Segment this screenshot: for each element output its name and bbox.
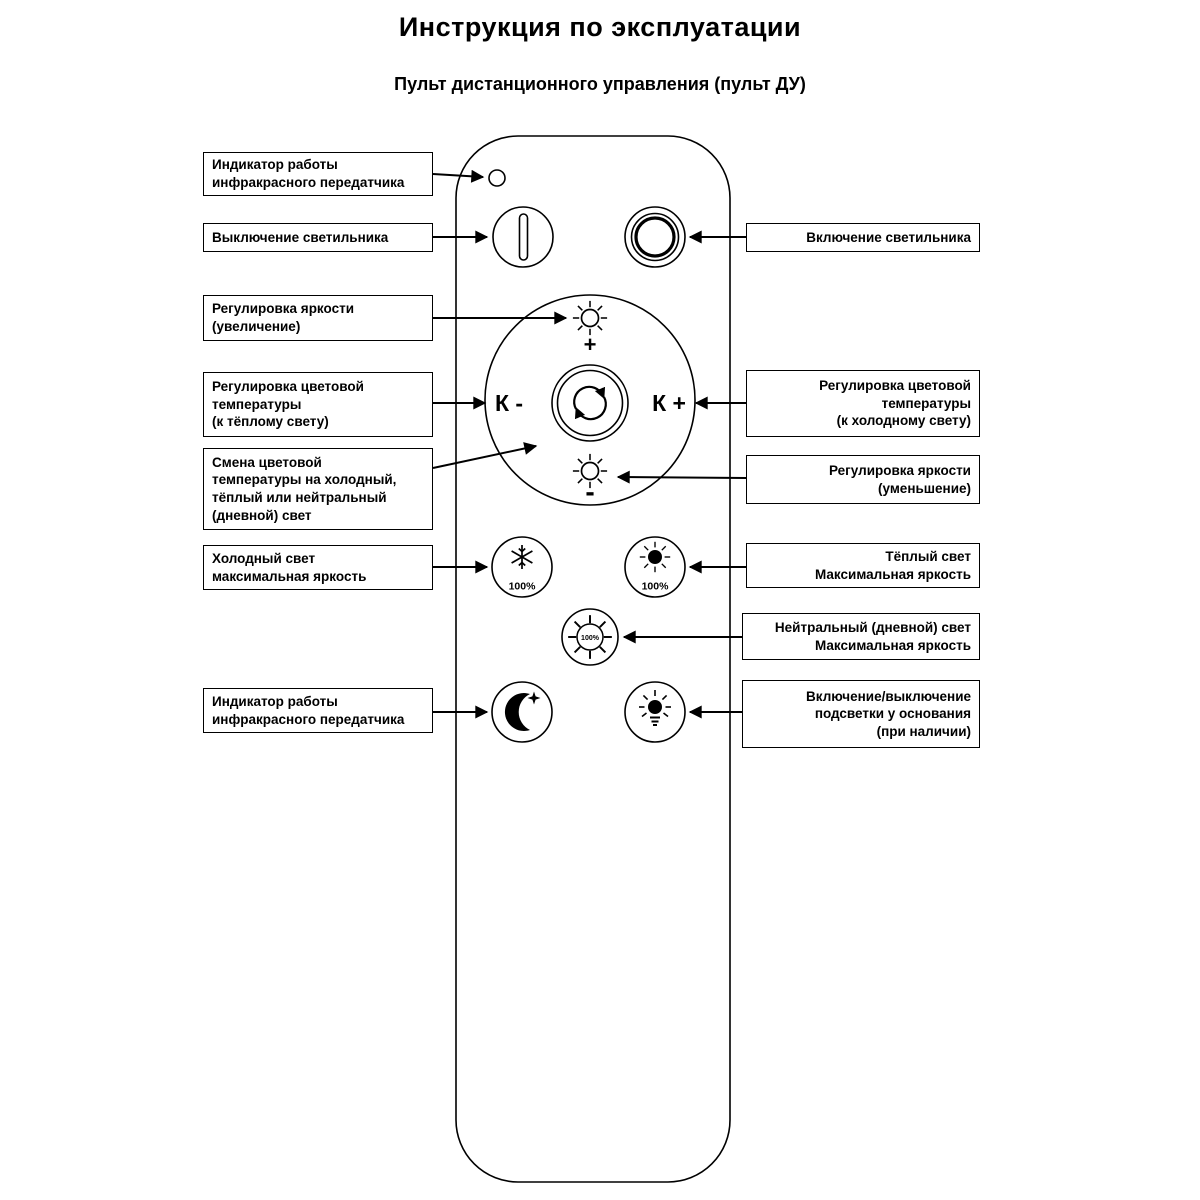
callout-arrows [432, 169, 750, 719]
k-minus-label: К - [495, 390, 523, 416]
brightness-up-icon [572, 300, 608, 336]
cycle-arrows-icon [573, 385, 607, 421]
k-plus-label: К + [652, 390, 686, 416]
arrow-brightness-down [616, 470, 747, 484]
callout-neutral-max-text: Нейтральный (дневной) свет Максимальная … [774, 619, 971, 653]
callout-backlight: Включение/выключение подсветки у основан… [742, 680, 980, 748]
callout-ir-indicator-text: Индикатор работы инфракрасного передатчи… [212, 157, 405, 190]
warm-percent-label: 100% [642, 581, 670, 593]
callout-power-on-text: Включение светильника [806, 229, 971, 245]
page-title: Инструкция по эксплуатации [398, 12, 802, 42]
sun-filled-icon [639, 541, 671, 573]
callout-power-off-text: Выключение светильника [212, 229, 389, 245]
control-cluster: + К - К + - [484, 294, 696, 507]
callout-power-off: Выключение светильника [203, 223, 433, 252]
callout-power-on: Включение светильника [746, 223, 980, 252]
arrow-ir-indicator [432, 169, 485, 183]
callout-warm-max-text: Тёплый свет Максимальная яркость [815, 548, 971, 582]
callout-ir-indicator: Индикатор работы инфракрасного передатчи… [203, 152, 433, 196]
sun-outline-icon [567, 614, 613, 660]
callout-night: Индикатор работы инфракрасного передатчи… [203, 688, 433, 733]
callout-night-text: Индикатор работы инфракрасного передатчи… [212, 693, 405, 727]
callout-brightness-down: Регулировка яркости (уменьшение) [746, 455, 980, 504]
neutral-percent-label: 100% [581, 635, 600, 642]
power-off-button [492, 206, 554, 268]
cold-percent-label: 100% [509, 581, 537, 593]
ir-indicator-light [488, 169, 506, 187]
callout-brightness-up-text: Регулировка яркости (увеличение) [212, 301, 355, 334]
snowflake-icon [511, 545, 533, 569]
callout-temp-cold: Регулировка цветовой температуры (к холо… [746, 370, 980, 437]
callout-temp-switch: Смена цветовой температуры на холодный, … [203, 448, 433, 530]
bulb-icon [639, 690, 671, 726]
power-off-bar-icon [518, 213, 529, 261]
callout-temp-switch-text: Смена цветовой температуры на холодный, … [212, 454, 397, 523]
callout-warm-max: Тёплый свет Максимальная яркость [746, 543, 980, 588]
backlight-button [624, 681, 686, 743]
power-on-ring-icon [634, 216, 676, 258]
cold-light-button: 100% [491, 536, 553, 598]
warm-light-button: 100% [624, 536, 686, 598]
callout-temp-warm-text: Регулировка цветовой температуры (к тёпл… [212, 379, 364, 430]
page-subtitle: Пульт дистанционного управления (пульт Д… [394, 74, 806, 94]
callout-brightness-down-text: Регулировка яркости (уменьшение) [828, 462, 971, 496]
callout-temp-cold-text: Регулировка цветовой температуры (к холо… [819, 378, 971, 429]
callout-temp-warm: Регулировка цветовой температуры (к тёпл… [203, 372, 433, 437]
callout-brightness-up: Регулировка яркости (увеличение) [203, 295, 433, 341]
minus-label: - [585, 476, 594, 507]
neutral-light-button: 100% [561, 608, 619, 666]
power-on-button [624, 206, 686, 268]
callout-cold-max-text: Холодный свет максимальная яркость [212, 550, 367, 584]
callout-cold-max: Холодный свет максимальная яркость [203, 545, 433, 590]
callout-neutral-max: Нейтральный (дневной) свет Максимальная … [742, 613, 980, 660]
star-icon [527, 691, 541, 705]
arrow-temp-switch [432, 442, 538, 469]
moon-icon [504, 693, 530, 732]
callout-backlight-text: Включение/выключение подсветки у основан… [806, 688, 971, 739]
brightness-down-icon [572, 453, 608, 489]
color-cycle-button [551, 364, 629, 442]
plus-label: + [584, 332, 597, 357]
night-mode-button [491, 681, 553, 743]
